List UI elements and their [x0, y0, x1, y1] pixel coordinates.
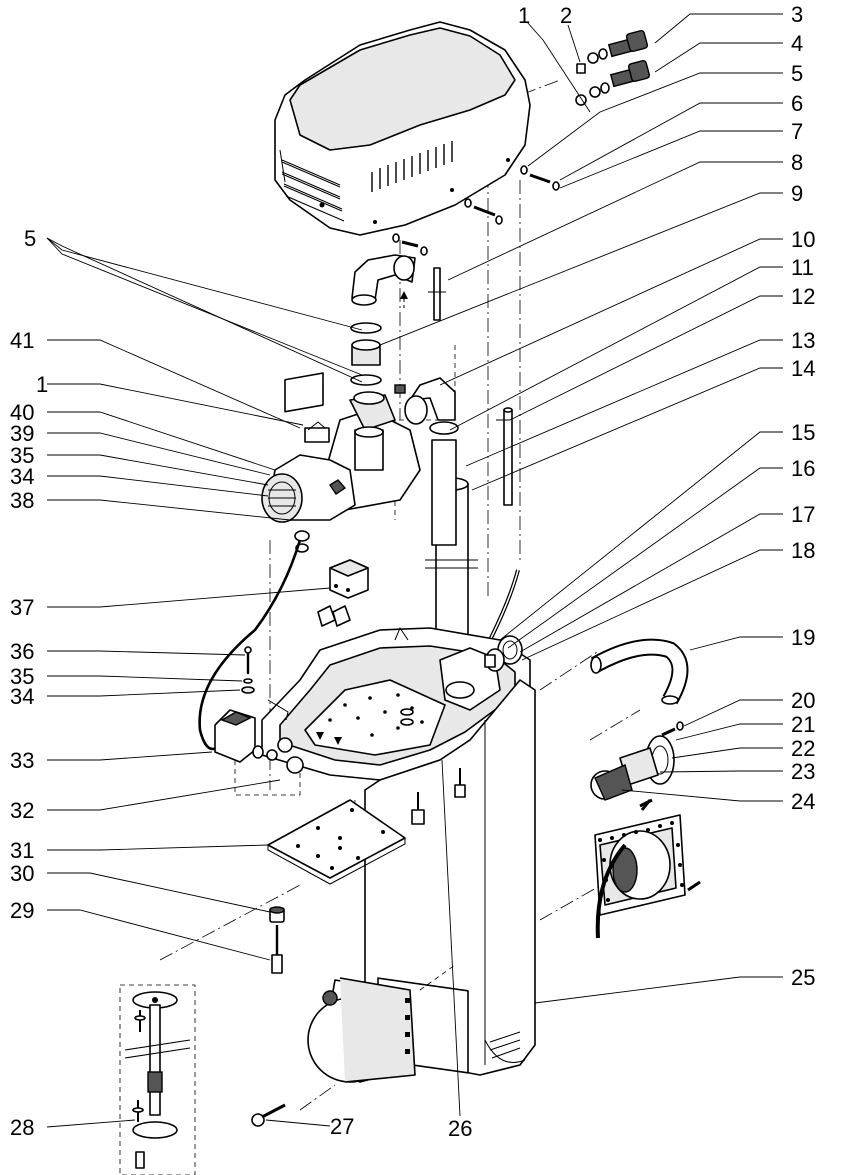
- callout-6: 6: [791, 91, 803, 116]
- callout-8: 8: [791, 150, 803, 175]
- cover-screws: [392, 165, 560, 256]
- callout-39: 39: [10, 421, 34, 446]
- top-cover: [274, 21, 531, 236]
- solenoid-valve: [198, 539, 302, 763]
- callout-20: 20: [791, 688, 815, 713]
- cabinet-brackets: [411, 768, 466, 825]
- callout-16: 16: [791, 456, 815, 481]
- cable-glands: [575, 29, 651, 106]
- callout-32: 32: [10, 798, 34, 823]
- mounting-plate: [267, 799, 406, 885]
- main-pipe: [425, 439, 478, 645]
- callout-numbers: 1 2 3 4 5 6 7 8 9 10 11 12 13 14 15 16 1…: [10, 2, 815, 1141]
- callout-33: 33: [10, 748, 34, 773]
- callout-17: 17: [791, 502, 815, 527]
- callout-19: 19: [791, 625, 815, 650]
- callout-15: 15: [791, 420, 815, 445]
- callout-11: 11: [791, 255, 814, 280]
- callout-4: 4: [791, 31, 803, 56]
- flange-heater: [594, 799, 701, 939]
- heater-tank: [307, 977, 416, 1083]
- junction-box: [317, 559, 369, 627]
- callout-5-left: 5: [24, 226, 36, 251]
- long-rod: [496, 407, 513, 506]
- callout-3: 3: [791, 2, 803, 27]
- callout-37: 37: [10, 595, 34, 620]
- callout-23: 23: [791, 759, 815, 784]
- callout-36: 36: [10, 639, 34, 664]
- callout-25: 25: [791, 965, 815, 990]
- hose: [590, 638, 689, 705]
- callout-34-lower: 34: [10, 684, 34, 709]
- screw-27: [251, 1103, 286, 1127]
- callout-29: 29: [10, 898, 34, 923]
- callout-27: 27: [330, 1114, 354, 1139]
- callout-14: 14: [791, 356, 815, 381]
- callout-2: 2: [560, 3, 572, 28]
- callout-10: 10: [791, 227, 815, 252]
- callout-40: 40: [10, 400, 34, 425]
- callout-9: 9: [791, 181, 803, 206]
- callout-7: 7: [791, 119, 803, 144]
- callout-30: 30: [10, 861, 34, 886]
- upper-elbow: [350, 254, 416, 386]
- spacer-and-bolt: [269, 906, 285, 974]
- callout-35-upper: 35: [10, 443, 34, 468]
- callout-31: 31: [10, 838, 34, 863]
- callout-35-lower: 35: [10, 664, 34, 689]
- callout-21: 21: [791, 712, 815, 737]
- callout-1-top: 1: [518, 3, 530, 28]
- stand-leg: [119, 984, 196, 1175]
- callout-38: 38: [10, 488, 34, 513]
- callout-22: 22: [791, 736, 815, 761]
- base-tray: [261, 626, 531, 781]
- callout-1-left: 1: [36, 372, 48, 397]
- tube-8: [428, 267, 446, 321]
- callout-24: 24: [791, 789, 815, 814]
- callout-18: 18: [791, 538, 815, 563]
- callout-34-upper: 34: [10, 464, 34, 489]
- callout-28: 28: [10, 1115, 34, 1140]
- bolt-and-washers: [241, 646, 255, 694]
- callout-13: 13: [791, 328, 815, 353]
- callout-26: 26: [448, 1116, 472, 1141]
- callout-5-right: 5: [791, 61, 803, 86]
- bypass-elbow: [394, 377, 459, 435]
- fitting-stack: [590, 721, 684, 808]
- callout-12: 12: [791, 284, 815, 309]
- pump-assembly: [261, 372, 421, 553]
- leader-lines: [46, 13, 783, 1128]
- callout-41: 41: [10, 328, 34, 353]
